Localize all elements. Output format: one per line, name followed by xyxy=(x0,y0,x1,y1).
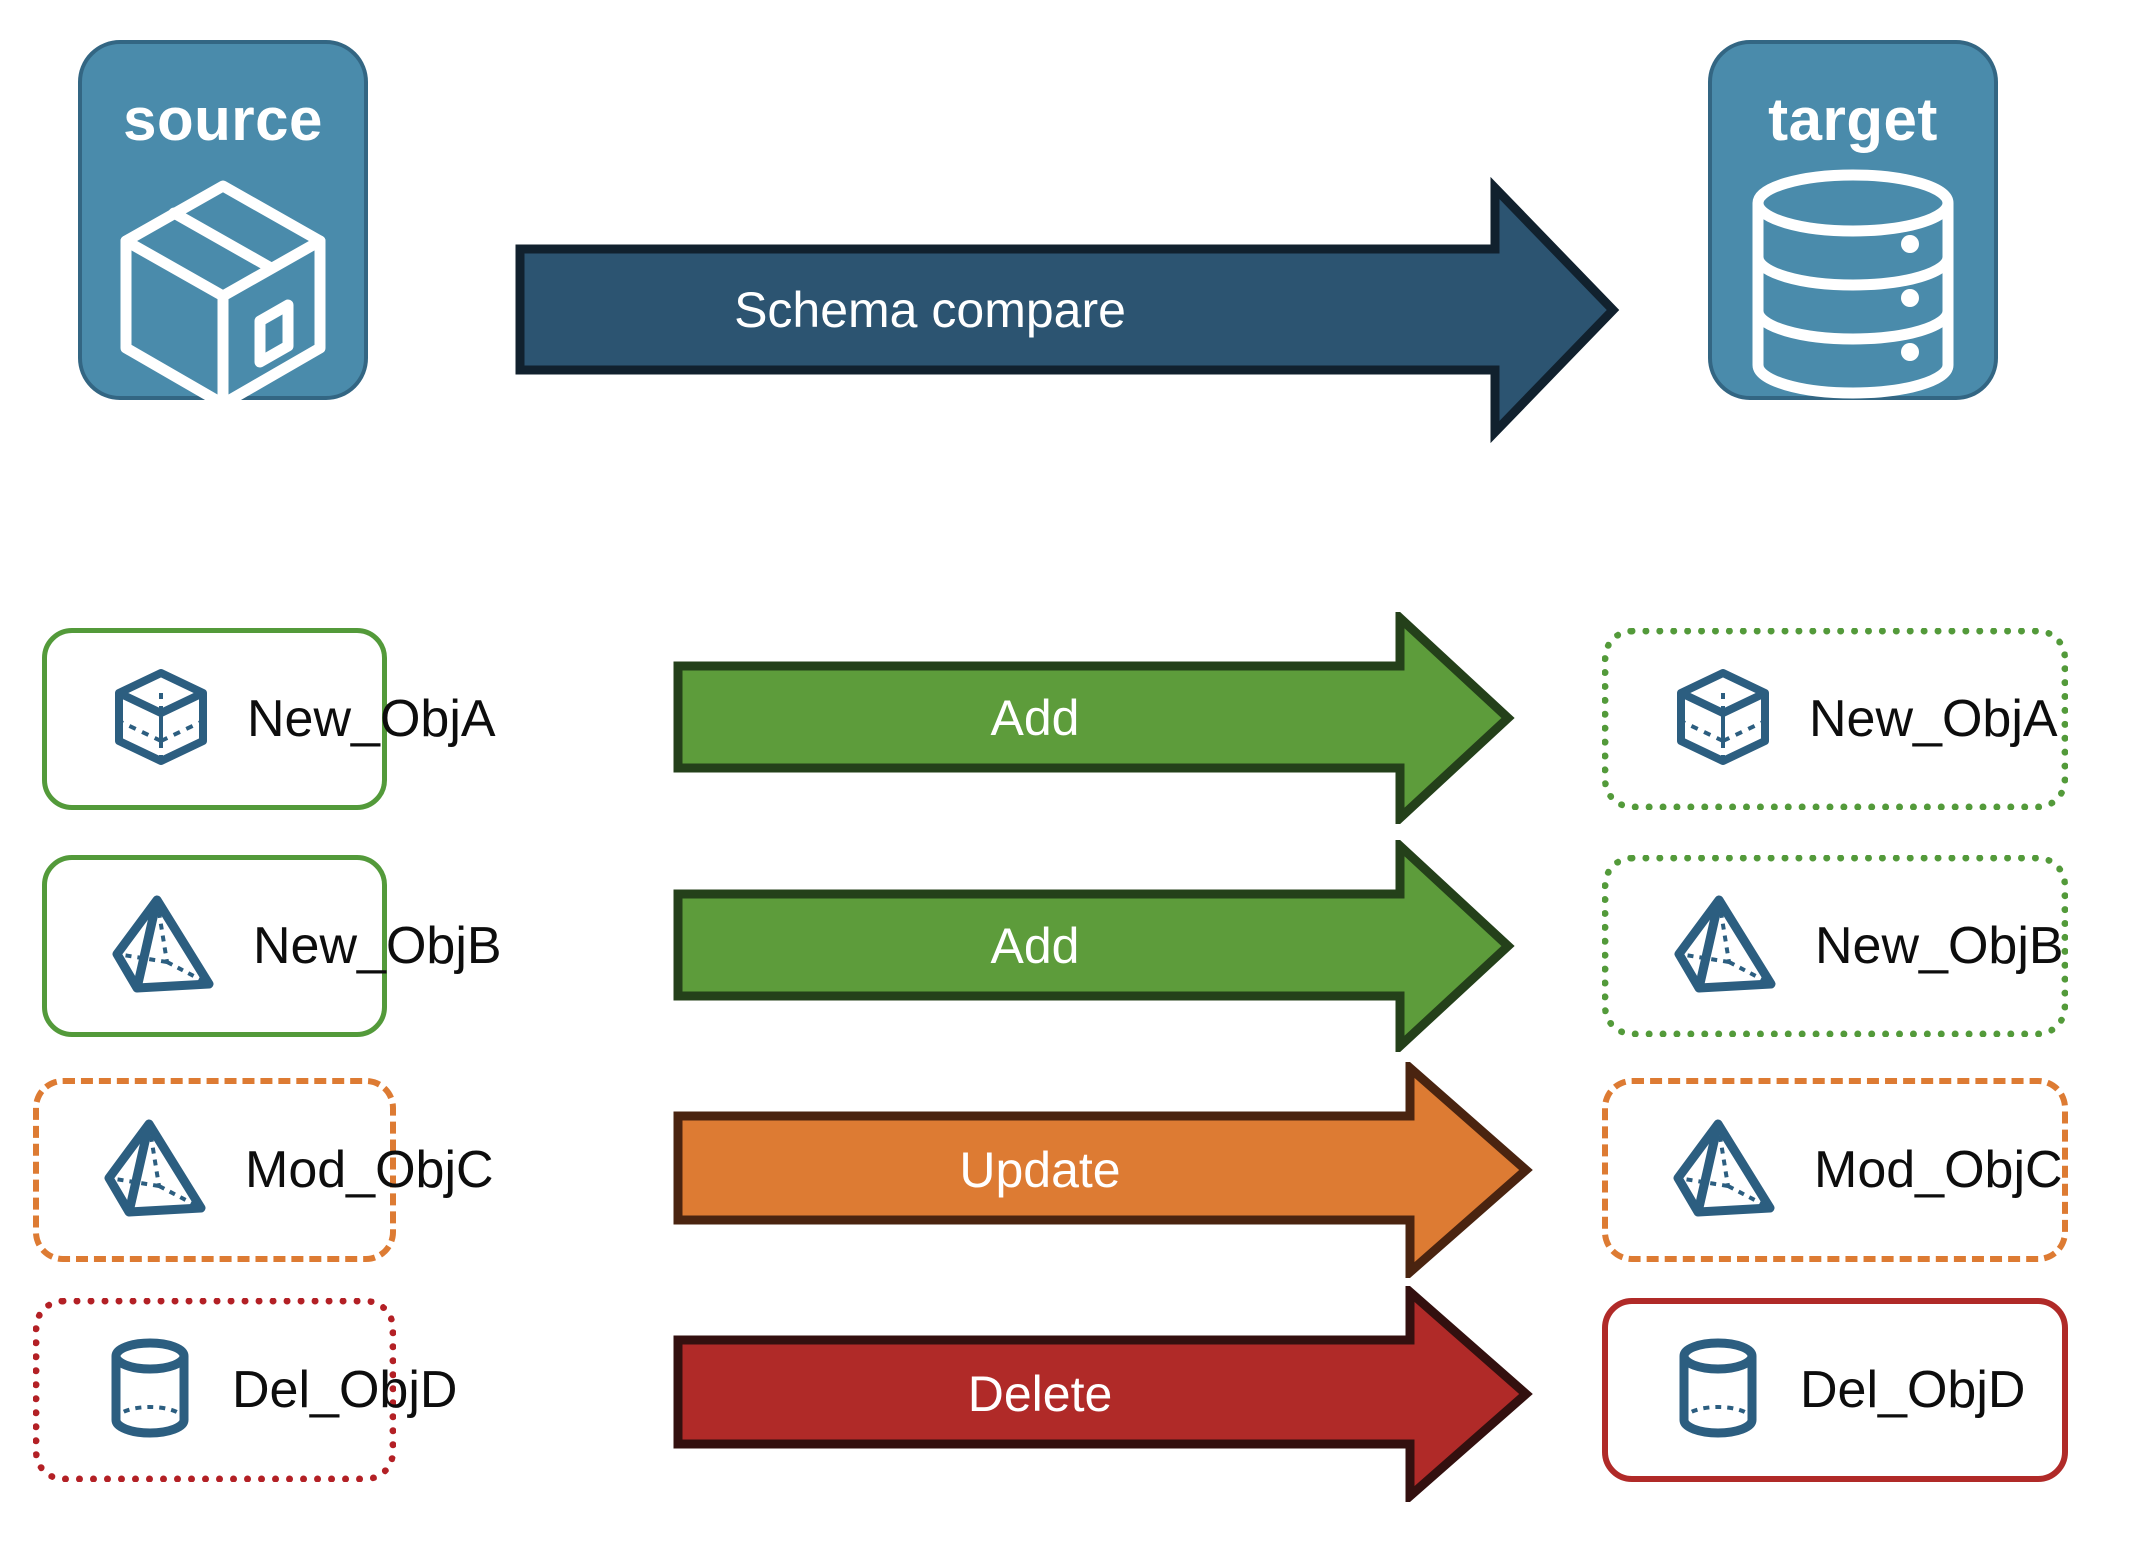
delete-arrow-label: Delete xyxy=(967,1366,1113,1422)
source-object-row-4[interactable]: Del_ObjD xyxy=(33,1298,457,1482)
target-object-row-4[interactable]: Del_ObjD xyxy=(1602,1298,2068,1482)
source-object-label-3: Mod_ObjC xyxy=(245,1141,494,1199)
wireframe-cube-icon xyxy=(1671,665,1775,774)
add-arrow-label-2: Add xyxy=(990,918,1080,974)
wireframe-cylinder-icon xyxy=(1670,1336,1766,1445)
target-title: target xyxy=(1768,86,1938,153)
source-object-row-3[interactable]: Mod_ObjC xyxy=(33,1078,494,1262)
update-arrow: Update xyxy=(670,1058,1538,1282)
target-endpoint-card[interactable]: target xyxy=(1708,40,1998,400)
source-object-row-2[interactable]: New_ObjB xyxy=(42,855,502,1037)
wireframe-cube-icon xyxy=(109,665,213,774)
package-box-icon xyxy=(108,168,338,410)
schema-compare-label: Schema compare xyxy=(734,282,1126,338)
target-object-row-1[interactable]: New_ObjA xyxy=(1602,628,2068,810)
source-endpoint-card[interactable]: source xyxy=(78,40,368,410)
database-cylinder-icon xyxy=(1748,168,1958,405)
schema-compare-arrow: Schema compare xyxy=(500,160,1640,460)
delete-arrow: Delete xyxy=(670,1282,1538,1506)
target-object-label-2: New_ObjB xyxy=(1815,917,2064,975)
wireframe-pyramid-icon xyxy=(1671,892,1781,1001)
add-arrow-1: Add xyxy=(670,607,1520,829)
wireframe-pyramid-icon xyxy=(109,892,219,1001)
wireframe-pyramid-icon xyxy=(101,1116,211,1225)
target-object-label-1: New_ObjA xyxy=(1809,690,2058,748)
add-arrow-2: Add xyxy=(670,835,1520,1057)
add-arrow-label-1: Add xyxy=(990,690,1080,746)
source-title: source xyxy=(123,86,323,153)
source-object-row-1[interactable]: New_ObjA xyxy=(42,628,496,810)
source-object-label-1: New_ObjA xyxy=(247,690,496,748)
target-object-label-3: Mod_ObjC xyxy=(1814,1141,2063,1199)
target-object-row-2[interactable]: New_ObjB xyxy=(1602,855,2068,1037)
target-object-row-3[interactable]: Mod_ObjC xyxy=(1602,1078,2068,1262)
update-arrow-label: Update xyxy=(959,1142,1121,1198)
source-object-label-4: Del_ObjD xyxy=(232,1361,458,1419)
target-object-label-4: Del_ObjD xyxy=(1800,1361,2026,1419)
wireframe-pyramid-icon xyxy=(1670,1116,1780,1225)
source-object-label-2: New_ObjB xyxy=(253,917,502,975)
wireframe-cylinder-icon xyxy=(102,1336,198,1445)
